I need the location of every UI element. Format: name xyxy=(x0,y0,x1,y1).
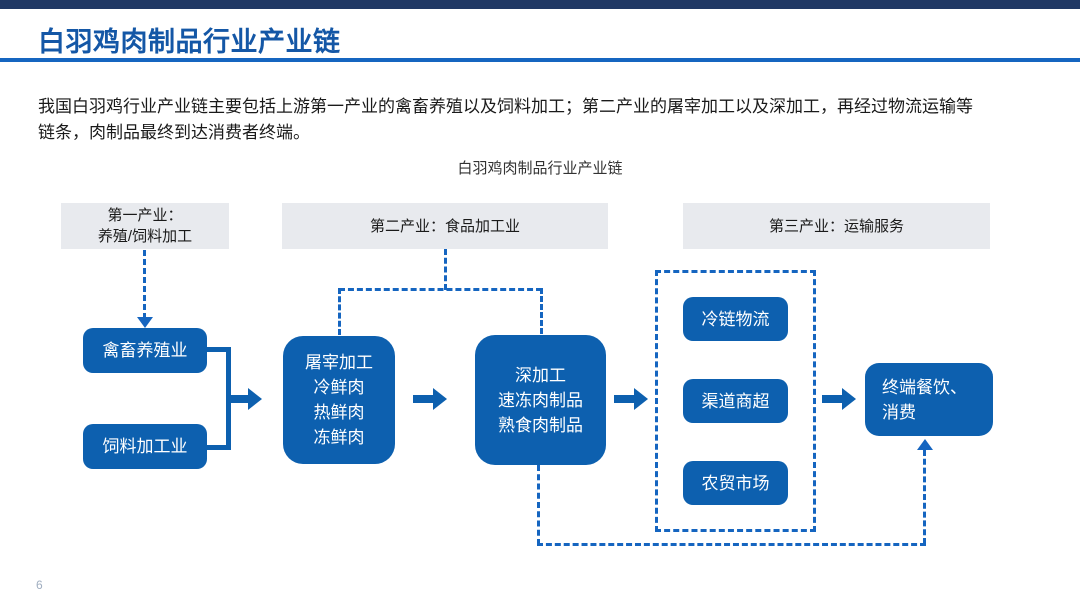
node-deep-line3: 熟食肉制品 xyxy=(498,415,583,435)
top-accent-bar xyxy=(0,0,1080,9)
node-poultry-farming-label: 禽畜养殖业 xyxy=(102,341,188,360)
flow-arrow-icon-3 xyxy=(614,388,648,410)
node-poultry-farming: 禽畜养殖业 xyxy=(83,328,207,373)
page-number: 6 xyxy=(36,578,43,592)
node-channel-supermarket: 渠道商超 xyxy=(683,379,788,423)
node-deep-processing: 深加工 速冻肉制品 熟食肉制品 xyxy=(475,335,606,465)
node-terminal-line1: 终端餐饮、 xyxy=(882,377,967,397)
section-header-secondary-industry: 第二产业：食品加工业 xyxy=(282,203,608,249)
section-header-tertiary-label: 第三产业：运输服务 xyxy=(768,217,904,235)
slide-title: 白羽鸡肉制品行业产业链 xyxy=(38,27,341,57)
dashed-line-header1-down xyxy=(143,250,146,319)
flow-arrow-icon-2 xyxy=(413,388,447,410)
node-farmers-market: 农贸市场 xyxy=(683,461,788,505)
node-feed-processing: 饲料加工业 xyxy=(83,424,207,469)
node-slaughter-processing: 屠宰加工 冷鲜肉 热鲜肉 冻鲜肉 xyxy=(283,336,395,464)
section-header-primary-line1: 第一产业： xyxy=(107,207,183,224)
dashed-line-header2-stem xyxy=(444,249,447,290)
node-slaughter-line1: 屠宰加工 xyxy=(305,353,373,372)
connector-poultry-horizontal xyxy=(205,347,231,352)
section-header-primary-industry: 第一产业： 养殖/饲料加工 xyxy=(61,203,229,249)
arrow-up-icon xyxy=(917,439,933,450)
connector-feed-horizontal xyxy=(205,445,231,450)
section-header-primary-line2: 养殖/饲料加工 xyxy=(97,228,193,245)
node-deep-line1: 深加工 xyxy=(515,365,566,385)
node-slaughter-line2: 冷鲜肉 xyxy=(313,378,365,397)
section-header-tertiary-industry: 第三产业：运输服务 xyxy=(683,203,990,249)
node-cold-chain-label: 冷链物流 xyxy=(701,309,770,329)
intro-line-2: 链条，肉制品最终到达消费者终端。 xyxy=(38,123,310,142)
node-deep-line2: 速冻肉制品 xyxy=(498,390,583,410)
node-slaughter-line4: 冻鲜肉 xyxy=(313,428,365,447)
intro-line-1: 我国白羽鸡行业产业链主要包括上游第一产业的禽畜养殖以及饲料加工；第二产业的屠宰加… xyxy=(38,97,973,116)
dashed-line-header2-branch xyxy=(339,288,542,291)
node-feed-processing-label: 饲料加工业 xyxy=(102,437,188,456)
intro-paragraph: 我国白羽鸡行业产业链主要包括上游第一产业的禽畜养殖以及饲料加工；第二产业的屠宰加… xyxy=(38,94,1053,146)
dashed-line-bottom xyxy=(537,543,926,546)
node-cold-chain-logistics: 冷链物流 xyxy=(683,297,788,341)
node-farmers-market-label: 农贸市场 xyxy=(701,473,770,493)
section-header-secondary-label: 第二产业：食品加工业 xyxy=(369,217,520,235)
flow-arrow-icon-4 xyxy=(822,388,856,410)
dashed-line-header2-left-drop xyxy=(338,288,341,335)
dashed-line-terminal-up xyxy=(923,450,926,544)
arrow-down-icon xyxy=(137,317,153,328)
title-underline xyxy=(0,58,1080,62)
diagram-title: 白羽鸡肉制品行业产业链 xyxy=(457,160,623,177)
distribution-group-outline xyxy=(655,270,816,532)
node-terminal-line2: 消费 xyxy=(882,402,916,422)
dashed-line-deep-down xyxy=(537,465,540,545)
node-terminal-consumption: 终端餐饮、 消费 xyxy=(865,363,993,436)
node-channel-label: 渠道商超 xyxy=(701,391,770,411)
dashed-line-header2-right-drop xyxy=(540,288,543,334)
node-slaughter-line3: 热鲜肉 xyxy=(313,403,365,422)
flow-arrow-icon-1 xyxy=(228,388,262,410)
